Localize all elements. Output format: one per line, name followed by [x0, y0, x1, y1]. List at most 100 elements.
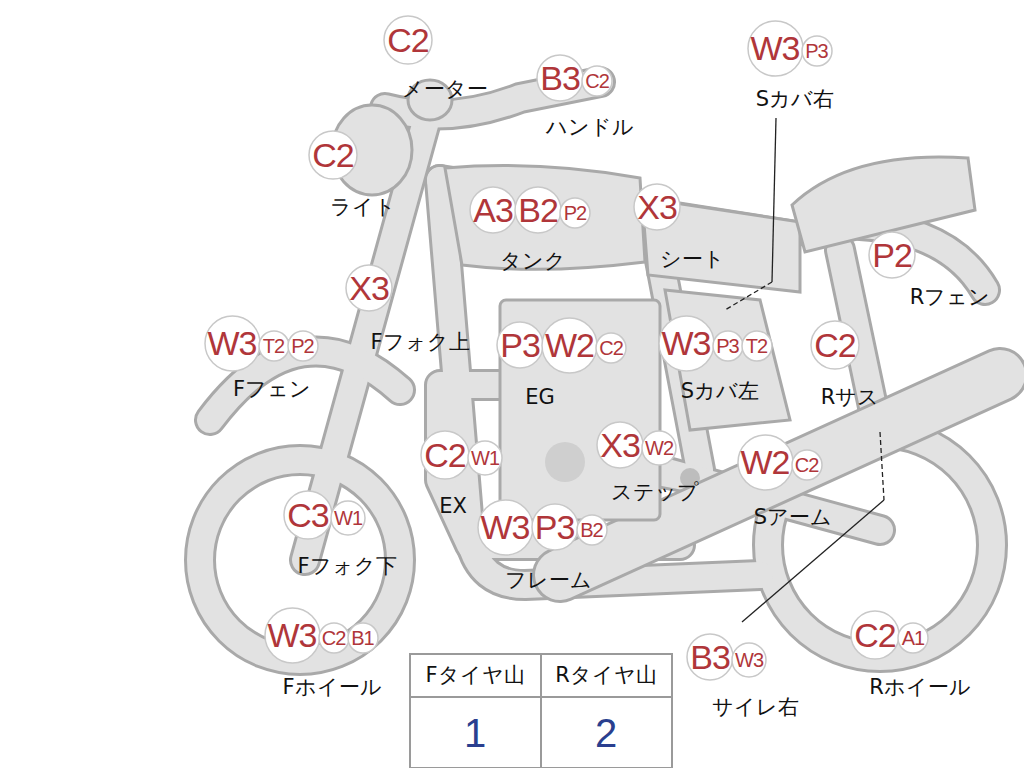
part-name: メーター [402, 78, 488, 101]
callout-code: B2 [518, 193, 558, 227]
callout-code: P3 [805, 41, 827, 61]
callout-circle: B3 [536, 54, 584, 102]
callout-code: W3 [268, 618, 317, 652]
callout-code: C2 [387, 23, 428, 57]
callout-code: C2 [312, 138, 353, 172]
part-name: シート [660, 248, 725, 271]
callout-code: P2 [564, 203, 586, 223]
callout-circle: X3 [633, 183, 681, 231]
callout-circle: W3 [731, 642, 767, 678]
callout-code: C2 [322, 628, 346, 648]
callout-circle: B1 [347, 622, 379, 654]
part-name: Rサス [821, 386, 880, 409]
callout-circle: W3 [264, 607, 321, 664]
callout-code: C2 [814, 328, 855, 362]
table-cell: Fタイヤ山 [425, 664, 524, 687]
tire-table [410, 654, 672, 768]
part-name: タンク [500, 250, 566, 273]
callout-code: B3 [540, 61, 580, 95]
callout-circle: P3 [531, 503, 579, 551]
callout-code: C2 [795, 455, 819, 475]
callout-circle: W3 [747, 20, 804, 77]
callout-circle: C2 [810, 320, 860, 370]
callout-circle: P3 [712, 330, 744, 362]
callout-code: B3 [690, 640, 730, 674]
part-name: Rフェン [910, 286, 991, 309]
callout-circle: P3 [496, 321, 544, 369]
part-name: フレーム [505, 569, 592, 592]
callout-code: T2 [263, 336, 284, 356]
callout-code: W1 [334, 508, 362, 528]
callout-circle: C3 [283, 490, 333, 540]
part-name: Fフォク下 [297, 555, 396, 578]
callout-code: P3 [716, 336, 738, 356]
callout-code: B2 [580, 520, 602, 540]
callout-code: A1 [902, 628, 924, 648]
callout-circle: C2 [308, 130, 358, 180]
callout-code: P2 [872, 238, 912, 272]
callout-code: C2 [424, 438, 465, 472]
callout-circle: P3 [801, 35, 833, 67]
callout-circle: C2 [383, 15, 433, 65]
callout-circle: W2 [541, 317, 598, 374]
part-name: ライト [330, 196, 396, 219]
callout-circle: W1 [467, 440, 503, 476]
callout-code: A3 [473, 193, 513, 227]
callout-code: W2 [741, 445, 790, 479]
callout-circle: B2 [576, 514, 608, 546]
part-name: EG [525, 386, 555, 409]
callout-code: X3 [349, 271, 389, 305]
callout-code: C2 [599, 338, 623, 358]
callout-circle: T2 [741, 330, 773, 362]
part-name: Sカバ左 [681, 380, 759, 403]
callout-code: X3 [600, 428, 640, 462]
part-name: Fフォク上 [370, 331, 469, 354]
callout-code: W3 [481, 510, 530, 544]
callout-code: T2 [746, 336, 767, 356]
callout-code: C2 [585, 71, 609, 91]
table-cell: 1 [464, 711, 486, 755]
callout-code: W2 [545, 328, 594, 362]
callout-code: W2 [645, 438, 673, 458]
callout-circle: X3 [345, 264, 393, 312]
callout-circle: A1 [897, 622, 929, 654]
callout-code: P3 [500, 328, 540, 362]
callout-circle: C2 [595, 332, 627, 364]
callout-circle: W3 [477, 499, 534, 556]
callout-code: X3 [637, 190, 677, 224]
callout-code: W1 [471, 448, 499, 468]
callout-circle: C2 [581, 65, 613, 97]
callout-circle: P2 [287, 330, 319, 362]
callout-code: W3 [208, 326, 257, 360]
callout-circle: W3 [658, 315, 715, 372]
callout-circle: P2 [868, 231, 916, 279]
callout-code: P2 [291, 336, 313, 356]
callout-code: P3 [535, 510, 575, 544]
callout-circle: T2 [258, 330, 290, 362]
part-name: Sアーム [754, 506, 832, 529]
part-name: サイレ右 [712, 696, 799, 719]
callout-circle: W1 [330, 500, 366, 536]
part-name: ステップ [611, 481, 699, 504]
part-name: ハンドル [546, 116, 634, 139]
callout-code: W3 [735, 650, 763, 670]
callout-circle: B3 [686, 633, 734, 681]
callout-circle: P2 [559, 197, 591, 229]
callout-circle: A3 [469, 186, 517, 234]
table-cell: 2 [595, 711, 617, 755]
part-name: Rホイール [869, 676, 971, 699]
callout-circle: W2 [737, 434, 794, 491]
callout-circle: W3 [204, 315, 261, 372]
part-name: Fフェン [233, 378, 311, 401]
part-name: Fホイール [282, 676, 381, 699]
part-name: Sカバ右 [756, 88, 834, 111]
part-name: EX [439, 495, 467, 518]
table-cell: Rタイヤ山 [555, 664, 657, 687]
callout-circle: C2 [850, 610, 900, 660]
callout-code: W3 [751, 31, 800, 65]
callout-circle: B2 [514, 186, 562, 234]
callout-code: B1 [351, 628, 373, 648]
callout-code: C2 [854, 618, 895, 652]
callout-circle: C2 [420, 430, 470, 480]
